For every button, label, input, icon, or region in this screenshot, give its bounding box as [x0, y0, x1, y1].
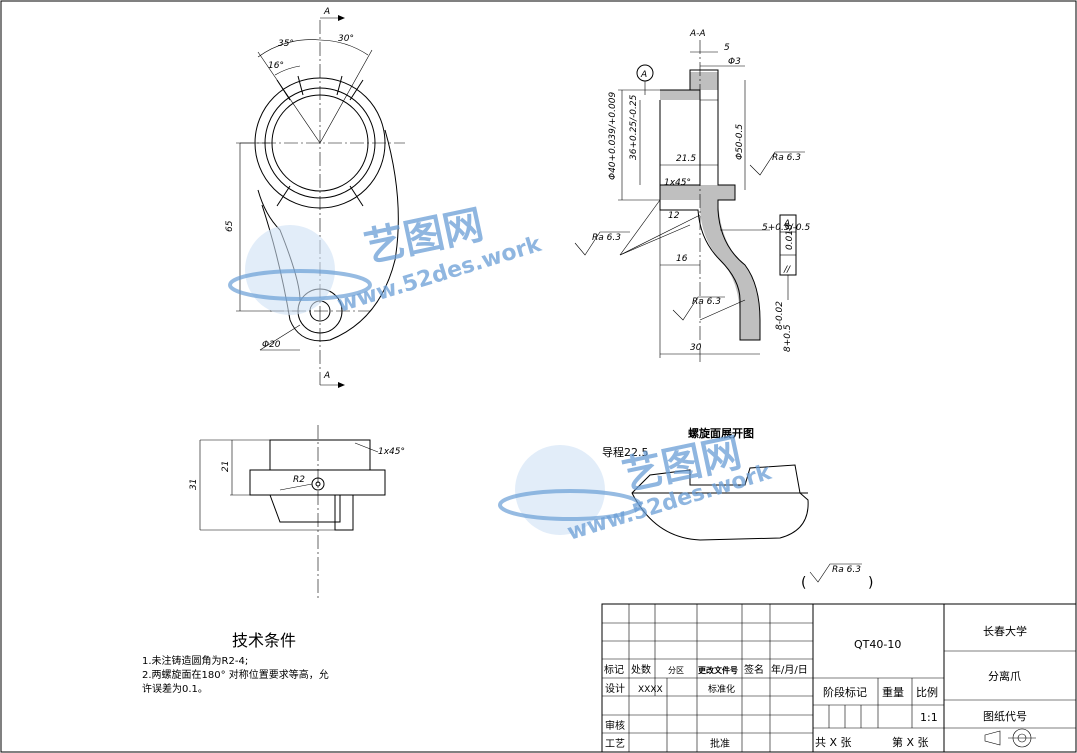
section-mark-bottom: A — [323, 371, 330, 381]
section-mark-top: A — [323, 7, 330, 17]
tb-material: QT40-10 — [854, 638, 901, 651]
tb-sheet: 第 X 张 — [892, 735, 929, 749]
section-view: A-A A 5 Φ3 Φ40+0.039/+0.009 36+0.25/-0.2… — [574, 29, 810, 365]
dim-phi20: Φ20 — [262, 340, 281, 350]
angle-16: 16° — [268, 61, 284, 71]
spiral-development: 螺旋面展开图 导程22.5 — [602, 426, 809, 541]
dim-phi3: Φ3 — [728, 57, 741, 67]
dim-5: 5 — [724, 43, 730, 53]
tb-weight: 重量 — [882, 685, 904, 699]
dim-31: 31 — [189, 479, 199, 490]
tb-drawing-no: 图纸代号 — [983, 710, 1027, 723]
dim-8-a: 8-0.02 — [775, 301, 785, 330]
dim-12: 12 — [668, 211, 680, 221]
ra-general: Ra 6.3 — [832, 565, 861, 575]
watermark-1: 艺图网 www.52des.work — [228, 202, 545, 318]
chamfer: 1x45° — [664, 178, 691, 188]
dim-36: 36+0.25/-0.25 — [629, 94, 639, 160]
side-view: 31 21 1x45° R2 — [189, 425, 405, 600]
dim-65: 65 — [225, 220, 235, 232]
datum-a: A — [640, 70, 647, 80]
tb-stage: 阶段标记 — [823, 685, 867, 699]
dim-16: 16 — [676, 254, 688, 264]
tb-process: 工艺 — [605, 738, 625, 750]
tb-date: 年/月/日 — [771, 663, 808, 676]
dim-5-tol: 5+0.5/-0.5 — [762, 223, 810, 233]
lead-label: 导程22.5 — [602, 446, 649, 459]
notes-line-2: 2.两螺旋面在180° 对称位置要求等高，允 — [142, 668, 329, 681]
top-view: A A 35° 30° 16° 65 — [225, 7, 405, 388]
chamfer-side: 1x45° — [378, 447, 405, 457]
tb-std: 标准化 — [708, 683, 735, 695]
paren-open: ( — [801, 575, 806, 591]
tb-approve: 批准 — [710, 737, 730, 750]
section-title: A-A — [689, 29, 706, 39]
dim-21: 21 — [221, 461, 231, 472]
technical-notes: 技术条件 1.未注铸造圆角为R2-4; 2.两螺旋面在180° 对称位置要求等高… — [142, 631, 329, 695]
tb-change: 更改文件号 — [698, 665, 738, 675]
tb-mark: 标记 — [604, 664, 624, 676]
dim-phi40: Φ40+0.039/+0.009 — [608, 92, 618, 180]
tb-count: 处数 — [631, 663, 651, 676]
ra-left: Ra 6.3 — [592, 233, 621, 243]
angle-35: 35° — [278, 39, 294, 49]
notes-title: 技术条件 — [232, 631, 296, 650]
tb-scale-value: 1:1 — [920, 711, 938, 724]
notes-line-3: 许误差为0.1。 — [142, 682, 208, 695]
tb-part-name: 分离爪 — [988, 669, 1021, 683]
tb-design: 设计 — [605, 682, 625, 695]
dim-21-5: 21.5 — [676, 154, 696, 164]
tb-review: 审核 — [605, 719, 625, 732]
notes-line-1: 1.未注铸造圆角为R2-4; — [142, 654, 248, 667]
tb-sign: 签名 — [744, 663, 764, 676]
tb-scale: 比例 — [916, 685, 938, 699]
tb-zone: 分区 — [668, 666, 684, 675]
radius-r2: R2 — [293, 475, 305, 485]
dim-phi50: Φ50-0.5 — [735, 124, 745, 160]
general-roughness: ( Ra 6.3 ) — [801, 563, 873, 591]
paren-close: ) — [868, 575, 873, 591]
tol-parallel: // — [783, 265, 791, 275]
dim-30: 30 — [690, 343, 702, 353]
tol-ref: A — [783, 219, 790, 229]
tb-school: 长春大学 — [983, 624, 1027, 638]
title-block: QT40-10 长春大学 分离爪 图纸代号 阶段标记 重量 比例 1:1 共 X… — [601, 603, 1077, 753]
tb-designer: XXXX — [638, 685, 663, 695]
spiral-title: 螺旋面展开图 — [688, 426, 754, 440]
ra-right: Ra 6.3 — [772, 153, 801, 163]
tb-total: 共 X 张 — [815, 736, 852, 749]
ra-mid: Ra 6.3 — [692, 297, 721, 307]
dim-8-b: 8+0.5 — [783, 324, 793, 352]
tol-value: 0.018 — [785, 224, 795, 250]
angle-30: 30° — [338, 34, 354, 44]
